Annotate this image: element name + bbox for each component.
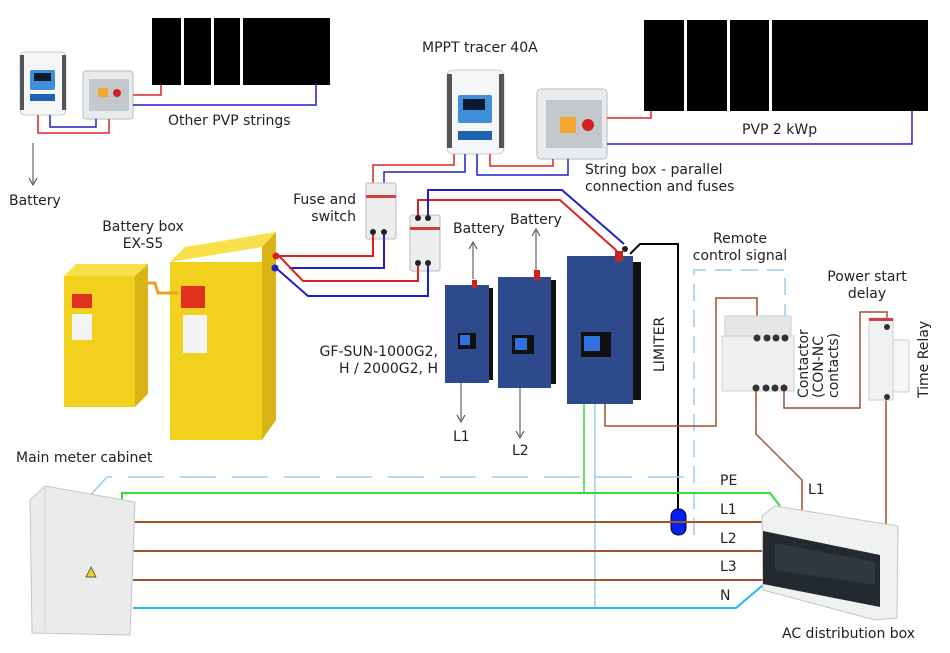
wire-dc-positive bbox=[279, 235, 374, 257]
label-string-box-line1: String box - parallel bbox=[585, 162, 723, 178]
inverter-1 bbox=[445, 280, 493, 383]
contactor-device bbox=[721, 315, 795, 392]
label-contactor-l1: L1 bbox=[808, 482, 825, 498]
bus-pe bbox=[121, 492, 781, 507]
arrow-head bbox=[515, 430, 525, 440]
wire-phase bbox=[783, 311, 888, 409]
label-battery-box: Battery box EX-S5 bbox=[98, 219, 188, 253]
inverter-3 bbox=[567, 246, 641, 404]
wire-dc-negative bbox=[476, 154, 569, 176]
arrow-head bbox=[456, 414, 466, 424]
label-power-delay-line1: Power start bbox=[827, 269, 907, 285]
wire-dc-negative bbox=[133, 83, 317, 106]
meter-cabinet-device bbox=[29, 485, 136, 636]
wire-dc-positive bbox=[278, 255, 419, 282]
pv-panel bbox=[184, 18, 211, 85]
label-remote-control: Remote control signal bbox=[690, 231, 790, 265]
fuse-switch-1 bbox=[365, 182, 397, 240]
label-bus-l1: L1 bbox=[720, 502, 737, 518]
pv-array-small bbox=[152, 18, 330, 85]
wire-dc-positive bbox=[372, 154, 455, 185]
battery-link-cable bbox=[148, 281, 178, 295]
label-other-pvp-strings: Other PVP strings bbox=[168, 113, 291, 129]
label-contactor: Contactor (CON-NC contacts) bbox=[796, 329, 842, 398]
label-fuse-line1: Fuse and bbox=[293, 192, 356, 208]
wire-phase bbox=[755, 388, 803, 510]
wire-dc-positive bbox=[607, 111, 652, 119]
label-battery-box-line1: Battery box bbox=[102, 219, 184, 235]
stringbox-small-device bbox=[82, 70, 134, 120]
ac-distribution-box-device bbox=[761, 505, 899, 621]
pv-panel bbox=[772, 20, 928, 111]
label-main-meter-cabinet: Main meter cabinet bbox=[16, 450, 153, 466]
label-string-box-line2: connection and fuses bbox=[585, 179, 735, 195]
label-bus-l3: L3 bbox=[720, 559, 737, 575]
mppt-main-device bbox=[446, 69, 505, 155]
wire-phase bbox=[604, 297, 758, 427]
wire-dc-positive bbox=[417, 199, 618, 252]
battery-terminal-positive bbox=[272, 252, 280, 260]
time-relay-device bbox=[868, 317, 910, 401]
label-battery-inverter-1: Battery bbox=[453, 221, 505, 237]
battery-box-1 bbox=[64, 264, 148, 407]
pv-panel bbox=[687, 20, 727, 111]
arrow-head bbox=[468, 240, 478, 250]
mppt-small-device bbox=[19, 51, 67, 116]
label-output-l2: L2 bbox=[512, 443, 529, 459]
label-fuse-switch: Fuse and switch bbox=[290, 192, 356, 226]
wire-dc-negative bbox=[49, 115, 97, 128]
label-time-relay: Time Relay bbox=[916, 320, 932, 398]
label-bus-n: N bbox=[720, 588, 731, 604]
label-ac-distribution-box: AC distribution box bbox=[782, 626, 916, 642]
label-battery-inverter-2: Battery bbox=[510, 212, 562, 228]
label-battery-left: Battery bbox=[9, 193, 61, 209]
arrow-head bbox=[28, 177, 38, 187]
label-contactor-line1: Contactor bbox=[796, 329, 812, 398]
remote-control-signal-wire bbox=[693, 269, 786, 535]
label-inverter-model: GF-SUN-1000G2, H / 2000G2, H bbox=[316, 344, 438, 378]
label-limiter: LIMITER bbox=[652, 316, 668, 372]
bus-n bbox=[133, 584, 764, 609]
label-remote-line1: Remote bbox=[712, 231, 768, 247]
label-bus-pe: PE bbox=[720, 473, 738, 489]
pv-panel bbox=[644, 20, 684, 111]
pv-panel bbox=[214, 18, 240, 85]
limiter-wire bbox=[629, 243, 679, 515]
label-inverter-model-line2: H / 2000G2, H bbox=[339, 361, 438, 377]
battery-terminal-negative bbox=[271, 264, 279, 272]
label-battery-box-line2: EX-S5 bbox=[122, 236, 164, 252]
arrow-head bbox=[531, 227, 541, 237]
fuse-switch-2 bbox=[409, 214, 441, 272]
label-mppt: MPPT tracer 40A bbox=[422, 40, 538, 56]
stringbox-main-device bbox=[536, 88, 608, 160]
label-bus-l2: L2 bbox=[720, 531, 737, 547]
pv-panel bbox=[152, 18, 181, 85]
pv-panel bbox=[730, 20, 769, 111]
inverter-2 bbox=[498, 270, 556, 388]
remote-signal-to-meter bbox=[85, 476, 694, 501]
wire-dc-positive bbox=[37, 115, 110, 134]
wire-dc-negative bbox=[275, 266, 429, 297]
wire-dc-negative bbox=[383, 154, 466, 185]
label-power-start-delay: Power start delay bbox=[822, 269, 912, 303]
wire-dc-negative bbox=[607, 111, 913, 145]
pv-array-main bbox=[644, 20, 928, 111]
pv-panel bbox=[243, 18, 330, 85]
wire-dc-positive bbox=[489, 154, 554, 167]
wire-dc-negative bbox=[427, 189, 625, 245]
label-contactor-line2: (CON-NC bbox=[811, 335, 827, 398]
label-inverter-model-line1: GF-SUN-1000G2, bbox=[319, 344, 438, 360]
label-remote-line2: control signal bbox=[692, 248, 788, 264]
label-power-delay-line2: delay bbox=[847, 286, 887, 302]
label-output-l1: L1 bbox=[453, 429, 470, 445]
wire-dc-positive bbox=[133, 85, 162, 96]
wire-dc-negative bbox=[289, 235, 385, 269]
label-fuse-line2: switch bbox=[311, 209, 356, 225]
battery-box-2 bbox=[170, 232, 276, 440]
label-pvp-2kwp: PVP 2 kWp bbox=[742, 122, 818, 138]
label-string-box: String box - parallel connection and fus… bbox=[585, 162, 734, 196]
label-contactor-line3: contacts) bbox=[826, 332, 842, 398]
